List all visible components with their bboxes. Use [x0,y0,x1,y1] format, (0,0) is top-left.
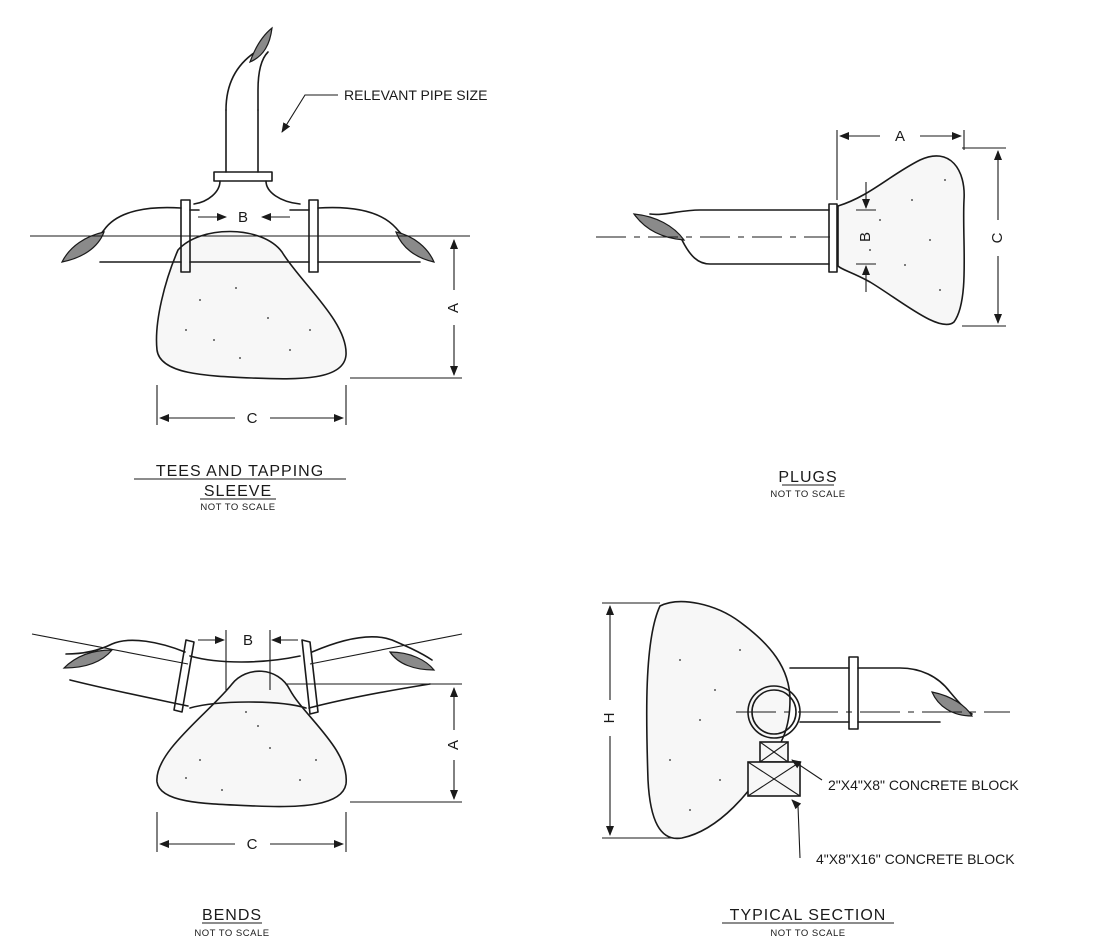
tees-pipe-size-callout: RELEVANT PIPE SIZE [344,87,487,103]
bends-dim-c-label: C [247,836,258,853]
bends-dim-a-label: A [445,740,462,750]
bends-title: BENDS [202,907,262,924]
bends-subtitle: NOT TO SCALE [194,928,269,939]
bends-dimensions [156,630,462,852]
tees-dim-c-label: C [247,410,258,427]
large-block-callout: 4"X8"X16" CONCRETE BLOCK [816,851,1015,867]
tees-dim-b-label: B [238,209,248,226]
plugs-concrete-block [837,155,966,326]
bends-pipe [31,633,463,715]
section-pipe [736,656,1010,739]
tees-dim-a-label: A [445,303,462,313]
plugs-dim-b-label: B [857,232,874,242]
plugs-detail: A B C PLUGS NOT TO SCALE [596,128,1006,500]
bends-concrete-block [156,670,347,808]
small-block-callout: 2"X4"X8" CONCRETE BLOCK [828,777,1019,793]
section-concrete-block [645,600,791,840]
section-detail: H 2"X4"X8" CONCRETE BLOCK 4"X8"X16" CONC… [601,600,1019,939]
tees-detail: B A C RELEVANT PIPE SIZE TEES AND TAPPIN… [30,26,487,513]
bends-detail: B A C BENDS NOT TO SCALE [31,630,463,939]
plugs-dimensions [836,130,1006,327]
tees-subtitle: NOT TO SCALE [200,502,275,513]
tees-title-line1: TEES AND TAPPING [156,463,324,480]
section-subtitle: NOT TO SCALE [770,928,845,939]
bends-dim-b-label: B [243,632,253,649]
tees-pipe [30,26,470,273]
tees-dimensions [156,94,462,425]
tees-concrete-block [155,230,347,380]
tees-title-line2: SLEEVE [204,483,272,500]
plugs-title: PLUGS [778,469,837,486]
plugs-dim-a-label: A [895,128,905,145]
plugs-dim-c-label: C [989,232,1006,243]
section-dimensions [602,602,823,859]
section-dim-h-label: H [601,713,618,724]
plugs-pipe [596,203,838,273]
section-title: TYPICAL SECTION [730,907,887,924]
plugs-subtitle: NOT TO SCALE [770,489,845,500]
